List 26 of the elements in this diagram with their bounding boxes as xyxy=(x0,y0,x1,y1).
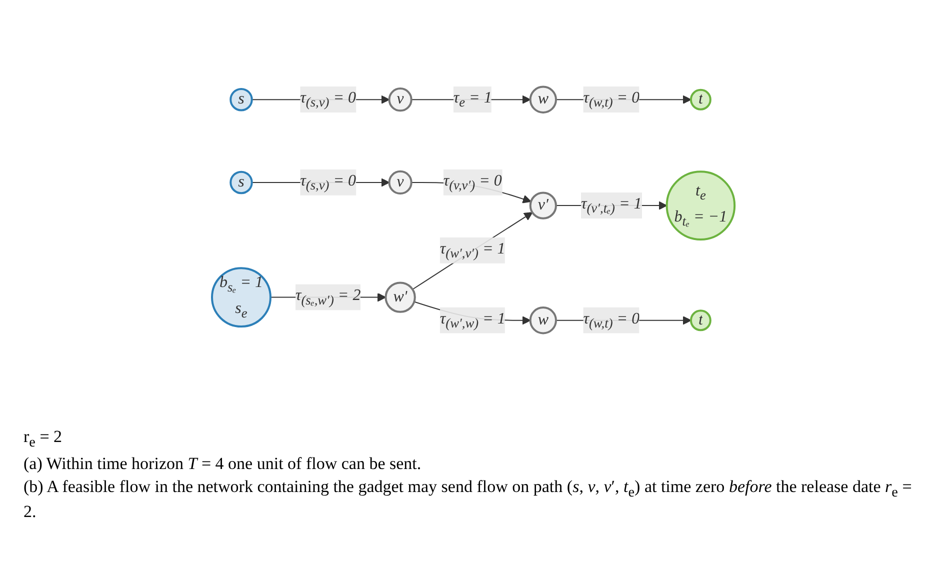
node-circle: t$_{e}$ b$_{tₑ}$ = −1 xyxy=(666,170,736,240)
node-circle: s xyxy=(230,170,254,194)
node-circle: t xyxy=(690,310,712,332)
caption-text: (b) A feasible flow in the network containing the gadget may send flow on path (s, v, v′, t$_{e}$) at time zero before the release date r$_{e}$ = 2. xyxy=(24,477,913,522)
edge-label: τ$_{(s,v)}$ = 0 xyxy=(300,172,356,193)
edge-label: τ$_{(s,v)}$ = 0 xyxy=(300,90,356,110)
node-circle: t xyxy=(690,88,712,110)
node-circle: b$_{sₑ}$ = 1 s$_{e}$ xyxy=(211,267,272,328)
edge-label: τ$_{(v,v′)}$ = 0 xyxy=(444,172,502,193)
node-circle: s xyxy=(230,88,254,112)
node-circle: w xyxy=(530,86,558,114)
edge-label: τ$_{(w,t)}$ = 0 xyxy=(583,90,640,110)
edge-label: τ$_{(w,t)}$ = 0 xyxy=(583,310,640,330)
edge-label: τ$_{(v′,tₑ)}$ = 1 xyxy=(581,195,642,216)
edge-label: τ$_{(w′,v′)}$ = 1 xyxy=(440,240,506,261)
node-circle: w xyxy=(530,306,558,334)
arrow xyxy=(412,212,533,290)
edge-label: τ$_{e}$ = 1 xyxy=(454,90,492,110)
node-circle: v xyxy=(388,170,413,195)
caption-text: r$_{e}$ = 2 xyxy=(24,427,64,452)
edge-label: τ$_{(w′,w)}$ = 1 xyxy=(440,310,506,330)
edge-label: τ$_{(sₑ,w′)}$ = 2 xyxy=(296,287,361,308)
caption-text: (a) Within time horizon T = 4 one unit of flow can be sent. xyxy=(24,454,422,474)
node-circle: v xyxy=(388,88,413,112)
node-circle: v′ xyxy=(530,192,558,220)
node-circle: w′ xyxy=(384,282,416,313)
